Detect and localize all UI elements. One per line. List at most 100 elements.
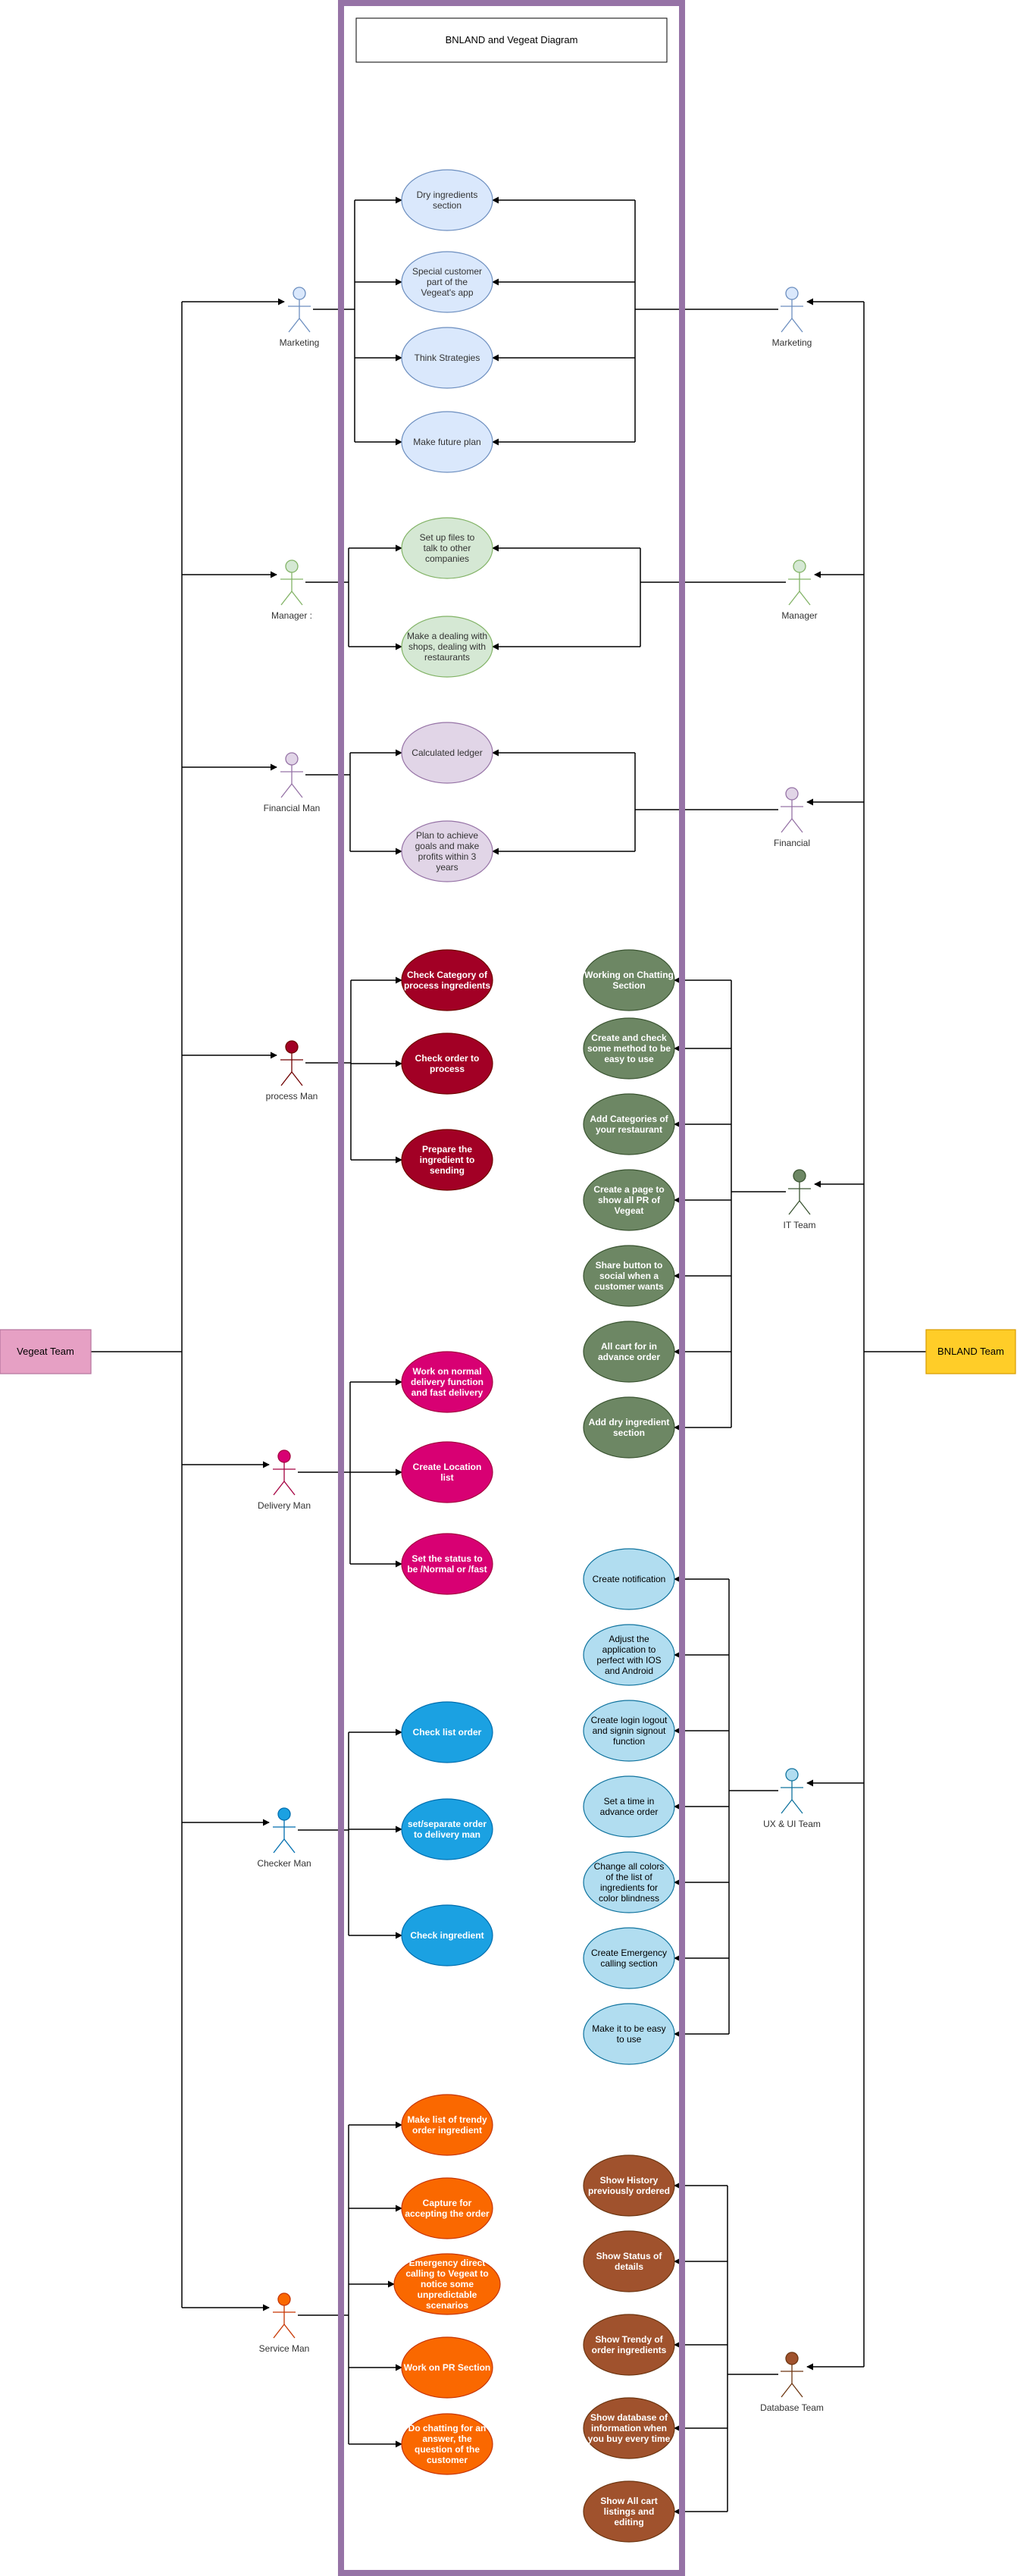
actor-label: Marketing (772, 337, 812, 348)
use-case-ellipse[interactable] (401, 616, 493, 678)
actor-stick-figure-icon[interactable] (781, 2352, 803, 2398)
actor-stick-figure-icon[interactable] (280, 1040, 303, 1086)
use-case-label: Create notification (593, 1574, 666, 1584)
actor-stick-figure-icon[interactable] (280, 559, 303, 606)
use-case-ellipse[interactable] (401, 1904, 493, 1966)
use-case-ellipse[interactable] (401, 1351, 493, 1413)
use-case-label: Think Strategies (415, 353, 480, 363)
use-case-ellipse[interactable] (401, 251, 493, 313)
use-case-label: Calculated ledger (411, 747, 482, 758)
diagram-title: BNLAND and Vegeat Diagram (446, 34, 578, 45)
use-case-ellipse[interactable] (401, 1798, 493, 1860)
use-case-ellipse[interactable] (583, 1927, 675, 1989)
use-case-ellipse[interactable] (401, 327, 493, 389)
vegeat-team-label: Vegeat Team (17, 1346, 74, 1357)
use-case-ellipse[interactable] (583, 2230, 675, 2292)
use-case-ellipse[interactable] (583, 1548, 675, 1610)
use-case-ellipse[interactable] (583, 1245, 675, 1307)
use-case-ellipse[interactable] (583, 1396, 675, 1459)
use-case-ellipse[interactable] (401, 2094, 493, 2156)
bnland-team-label: BNLAND Team (937, 1346, 1004, 1357)
use-case-ellipse[interactable] (583, 2155, 675, 2217)
actor-stick-figure-icon[interactable] (273, 1449, 296, 1496)
actor-stick-figure-icon[interactable] (788, 1169, 811, 1215)
actor-stick-figure-icon[interactable] (280, 752, 303, 798)
use-case-ellipse[interactable] (401, 2177, 493, 2239)
use-case-ellipse[interactable] (401, 1701, 493, 1763)
use-case-ellipse[interactable] (401, 2413, 493, 2475)
use-case-ellipse[interactable] (401, 1441, 493, 1503)
use-case-ellipse[interactable] (401, 1533, 493, 1595)
use-case-ellipse[interactable] (583, 1851, 675, 1913)
use-case-ellipse[interactable] (583, 2314, 675, 2376)
bnland-team-box[interactable] (925, 1329, 1016, 1374)
actor-label: Manager (781, 610, 817, 621)
use-case-ellipse[interactable] (401, 411, 493, 473)
use-case-ellipse[interactable] (401, 1129, 493, 1191)
use-case-ellipse[interactable] (401, 820, 493, 882)
actor-stick-figure-icon[interactable] (273, 2292, 296, 2339)
title-box (355, 17, 668, 63)
actor-stick-figure-icon[interactable] (788, 559, 811, 606)
use-case-ellipse[interactable] (583, 1624, 675, 1686)
use-case-ellipse[interactable] (401, 169, 493, 231)
use-case-ellipse[interactable] (583, 1169, 675, 1231)
use-case-ellipse[interactable] (583, 1775, 675, 1838)
use-case-ellipse[interactable] (401, 2336, 493, 2399)
use-case-ellipse[interactable] (583, 2397, 675, 2459)
use-case-ellipse[interactable] (583, 1017, 675, 1080)
actor-label: process Man (266, 1091, 318, 1102)
use-case-ellipse[interactable] (401, 1033, 493, 1095)
actor-label: Marketing (280, 337, 320, 348)
use-case-ellipse[interactable] (401, 517, 493, 579)
actor-label: Financial (774, 838, 810, 848)
actor-label: Financial Man (264, 803, 321, 813)
use-case-ellipse[interactable] (583, 1321, 675, 1383)
use-case-ellipse[interactable] (393, 2253, 501, 2315)
actor-label: Manager : (271, 610, 312, 621)
actor-stick-figure-icon[interactable] (288, 287, 311, 333)
actor-label: Delivery Man (258, 1500, 311, 1511)
use-case-ellipse[interactable] (583, 949, 675, 1011)
actor-label: IT Team (784, 1220, 816, 1230)
actor-stick-figure-icon[interactable] (781, 1768, 803, 1814)
actor-stick-figure-icon[interactable] (781, 287, 803, 333)
use-case-ellipse[interactable] (583, 1093, 675, 1155)
actor-label: Service Man (259, 2343, 310, 2354)
use-case-ellipse[interactable] (401, 722, 493, 784)
use-case-ellipse[interactable] (583, 2480, 675, 2543)
connectors (91, 196, 926, 2515)
use-case-ellipse[interactable] (583, 2003, 675, 2065)
actor-stick-figure-icon[interactable] (273, 1807, 296, 1854)
use-case-ellipse[interactable] (583, 1700, 675, 1762)
system-boundary (338, 0, 685, 2576)
use-case-ellipse[interactable] (401, 949, 493, 1011)
actor-stick-figure-icon[interactable] (781, 787, 803, 833)
vegeat-team-box[interactable] (0, 1329, 92, 1374)
